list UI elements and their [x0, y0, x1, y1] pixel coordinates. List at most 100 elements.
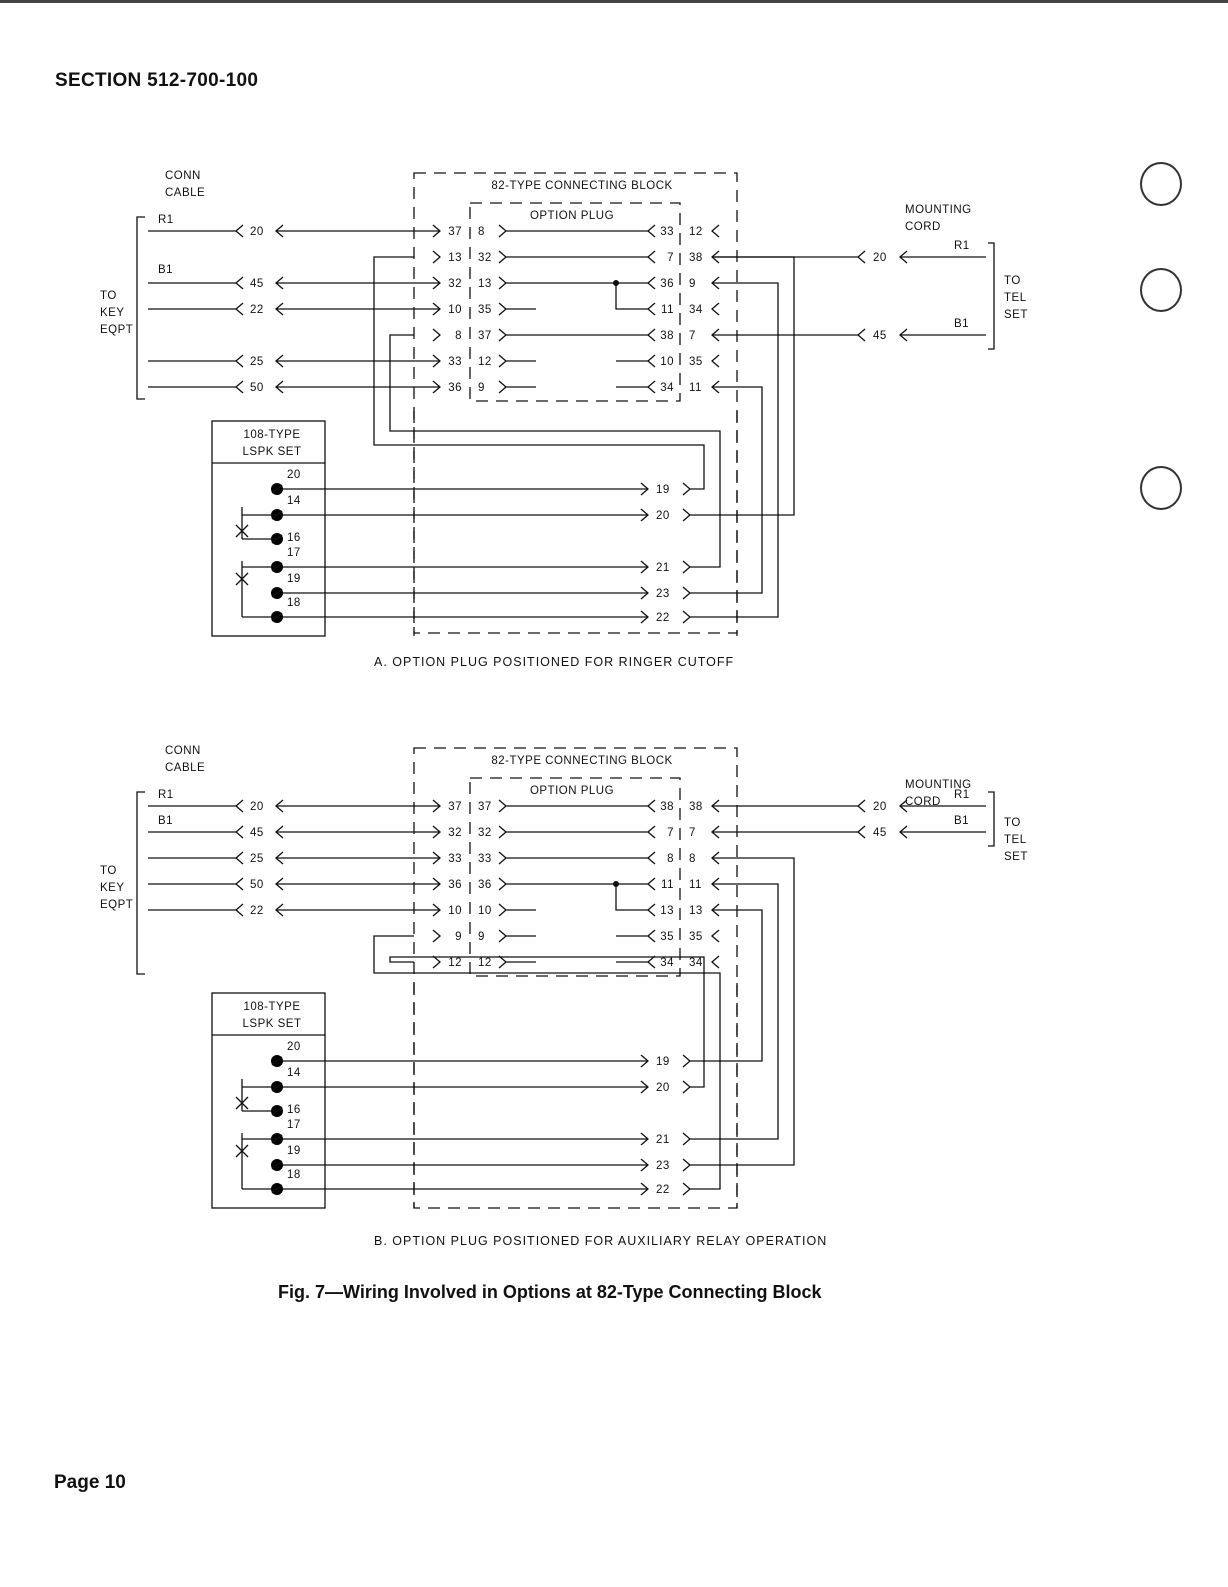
lspk-output-number: 19 — [656, 1056, 670, 1068]
cross-wire — [690, 386, 763, 594]
plug-left-terminal: 9 — [478, 382, 485, 394]
lspk-output-number: 22 — [656, 612, 670, 624]
cable-terminal-number: 50 — [250, 879, 264, 891]
lspk-output-arrow — [640, 610, 649, 624]
plug-socket — [647, 903, 656, 917]
cross-wire — [690, 883, 779, 1140]
cord-jack — [857, 328, 866, 342]
plug-right-terminal: 10 — [660, 356, 674, 368]
cross-wire — [690, 857, 795, 1166]
cable-jack — [235, 380, 244, 394]
plug-left-terminal: 12 — [478, 957, 492, 969]
block-right-terminal: 34 — [689, 957, 703, 969]
block-left-terminal: 37 — [448, 801, 462, 813]
block-left-terminal: 37 — [448, 226, 462, 238]
plug-left-terminal: 32 — [478, 252, 492, 264]
to-key-eqpt-label: EQPT — [100, 899, 133, 911]
cable-terminal-number: 25 — [250, 853, 264, 865]
plug-left-terminal: 9 — [478, 931, 485, 943]
conn-cable-label: CABLE — [165, 187, 205, 199]
plug-pin — [498, 851, 507, 865]
block-left-terminal: 12 — [448, 957, 462, 969]
cross-wire — [690, 909, 763, 1062]
lspk-title: LSPK SET — [243, 1018, 302, 1030]
plug-right-terminal: 7 — [667, 252, 674, 264]
block-left-terminal: 10 — [448, 905, 462, 917]
block-input-arrow — [432, 276, 441, 290]
lead-b1-label: B1 — [158, 815, 173, 827]
plug-strap — [615, 283, 648, 310]
block-input-arrow — [432, 929, 441, 943]
plug-pin — [498, 328, 507, 342]
caption-b: B. OPTION PLUG POSITIONED FOR AUXILIARY … — [374, 1234, 828, 1248]
plug-socket — [647, 877, 656, 891]
cable-bracket — [136, 216, 145, 400]
block-input-arrow — [432, 825, 441, 839]
block-input-arrow — [432, 380, 441, 394]
lspk-output-plug — [682, 482, 691, 496]
block-left-terminal: 33 — [448, 853, 462, 865]
cord-terminal-number: 20 — [873, 801, 887, 813]
to-tel-set-label: SET — [1004, 851, 1028, 863]
lspk-title: LSPK SET — [243, 446, 302, 458]
screw-slot — [271, 1056, 283, 1066]
block-input-arrow — [432, 328, 441, 342]
cord-r1-label: R1 — [954, 240, 970, 252]
plug-socket — [647, 380, 656, 394]
block-right-terminal: 35 — [689, 931, 703, 943]
cord-terminal-number: 45 — [873, 330, 887, 342]
cross-wire — [389, 334, 721, 568]
plug-socket — [647, 929, 656, 943]
plug-left-terminal: 35 — [478, 304, 492, 316]
block-output-arrow — [711, 929, 720, 943]
lspk-output-number: 20 — [656, 1082, 670, 1094]
cable-terminal-number: 20 — [250, 801, 264, 813]
screw-slot — [271, 1160, 283, 1170]
cable-jack — [235, 354, 244, 368]
plug-pin — [498, 825, 507, 839]
plug-pin — [498, 380, 507, 394]
cable-jack — [235, 903, 244, 917]
plug-socket — [647, 250, 656, 264]
cord-bracket — [988, 242, 995, 350]
plug-right-terminal: 7 — [667, 827, 674, 839]
to-tel-set-label: TO — [1004, 275, 1021, 287]
block-input-arrow — [432, 877, 441, 891]
cross-wire — [690, 282, 779, 618]
cable-terminal-number: 25 — [250, 356, 264, 368]
lspk-output-arrow — [640, 1054, 649, 1068]
to-key-eqpt-label: TO — [100, 865, 117, 877]
cut-x-mark — [235, 572, 249, 586]
to-key-eqpt-label: TO — [100, 290, 117, 302]
cut-x-mark — [235, 1144, 249, 1158]
block-output-arrow — [711, 224, 720, 238]
cable-terminal-number: 45 — [250, 827, 264, 839]
option-plug-outline — [469, 777, 681, 977]
block-input-arrow — [432, 903, 441, 917]
block-left-terminal: 10 — [448, 304, 462, 316]
plug-pin — [498, 929, 507, 943]
block-left-terminal: 33 — [448, 356, 462, 368]
cable-terminal-number: 22 — [250, 905, 264, 917]
option-plug-title: OPTION PLUG — [530, 785, 614, 797]
plug-right-terminal: 34 — [660, 382, 674, 394]
block-input-arrow — [432, 302, 441, 316]
cable-jack — [235, 302, 244, 316]
plug-right-terminal: 13 — [660, 905, 674, 917]
cord-jack — [857, 799, 866, 813]
cord-b1-label: B1 — [954, 318, 969, 330]
conn-cable-label: CONN — [165, 170, 201, 182]
figure-caption: Fig. 7—Wiring Involved in Options at 82-… — [278, 1282, 822, 1302]
lspk-terminal-number: 16 — [287, 532, 301, 544]
block-input-arrow — [432, 250, 441, 264]
block-left-terminal: 36 — [448, 382, 462, 394]
block-right-terminal: 11 — [689, 382, 702, 394]
to-tel-set-label: TEL — [1004, 292, 1027, 304]
lspk-output-plug — [682, 610, 691, 624]
plug-pin — [498, 250, 507, 264]
lspk-terminal-number: 20 — [287, 469, 301, 481]
plug-left-terminal: 36 — [478, 879, 492, 891]
cable-bracket — [136, 791, 145, 975]
block-right-terminal: 9 — [689, 278, 696, 290]
lspk-output-number: 22 — [656, 1184, 670, 1196]
